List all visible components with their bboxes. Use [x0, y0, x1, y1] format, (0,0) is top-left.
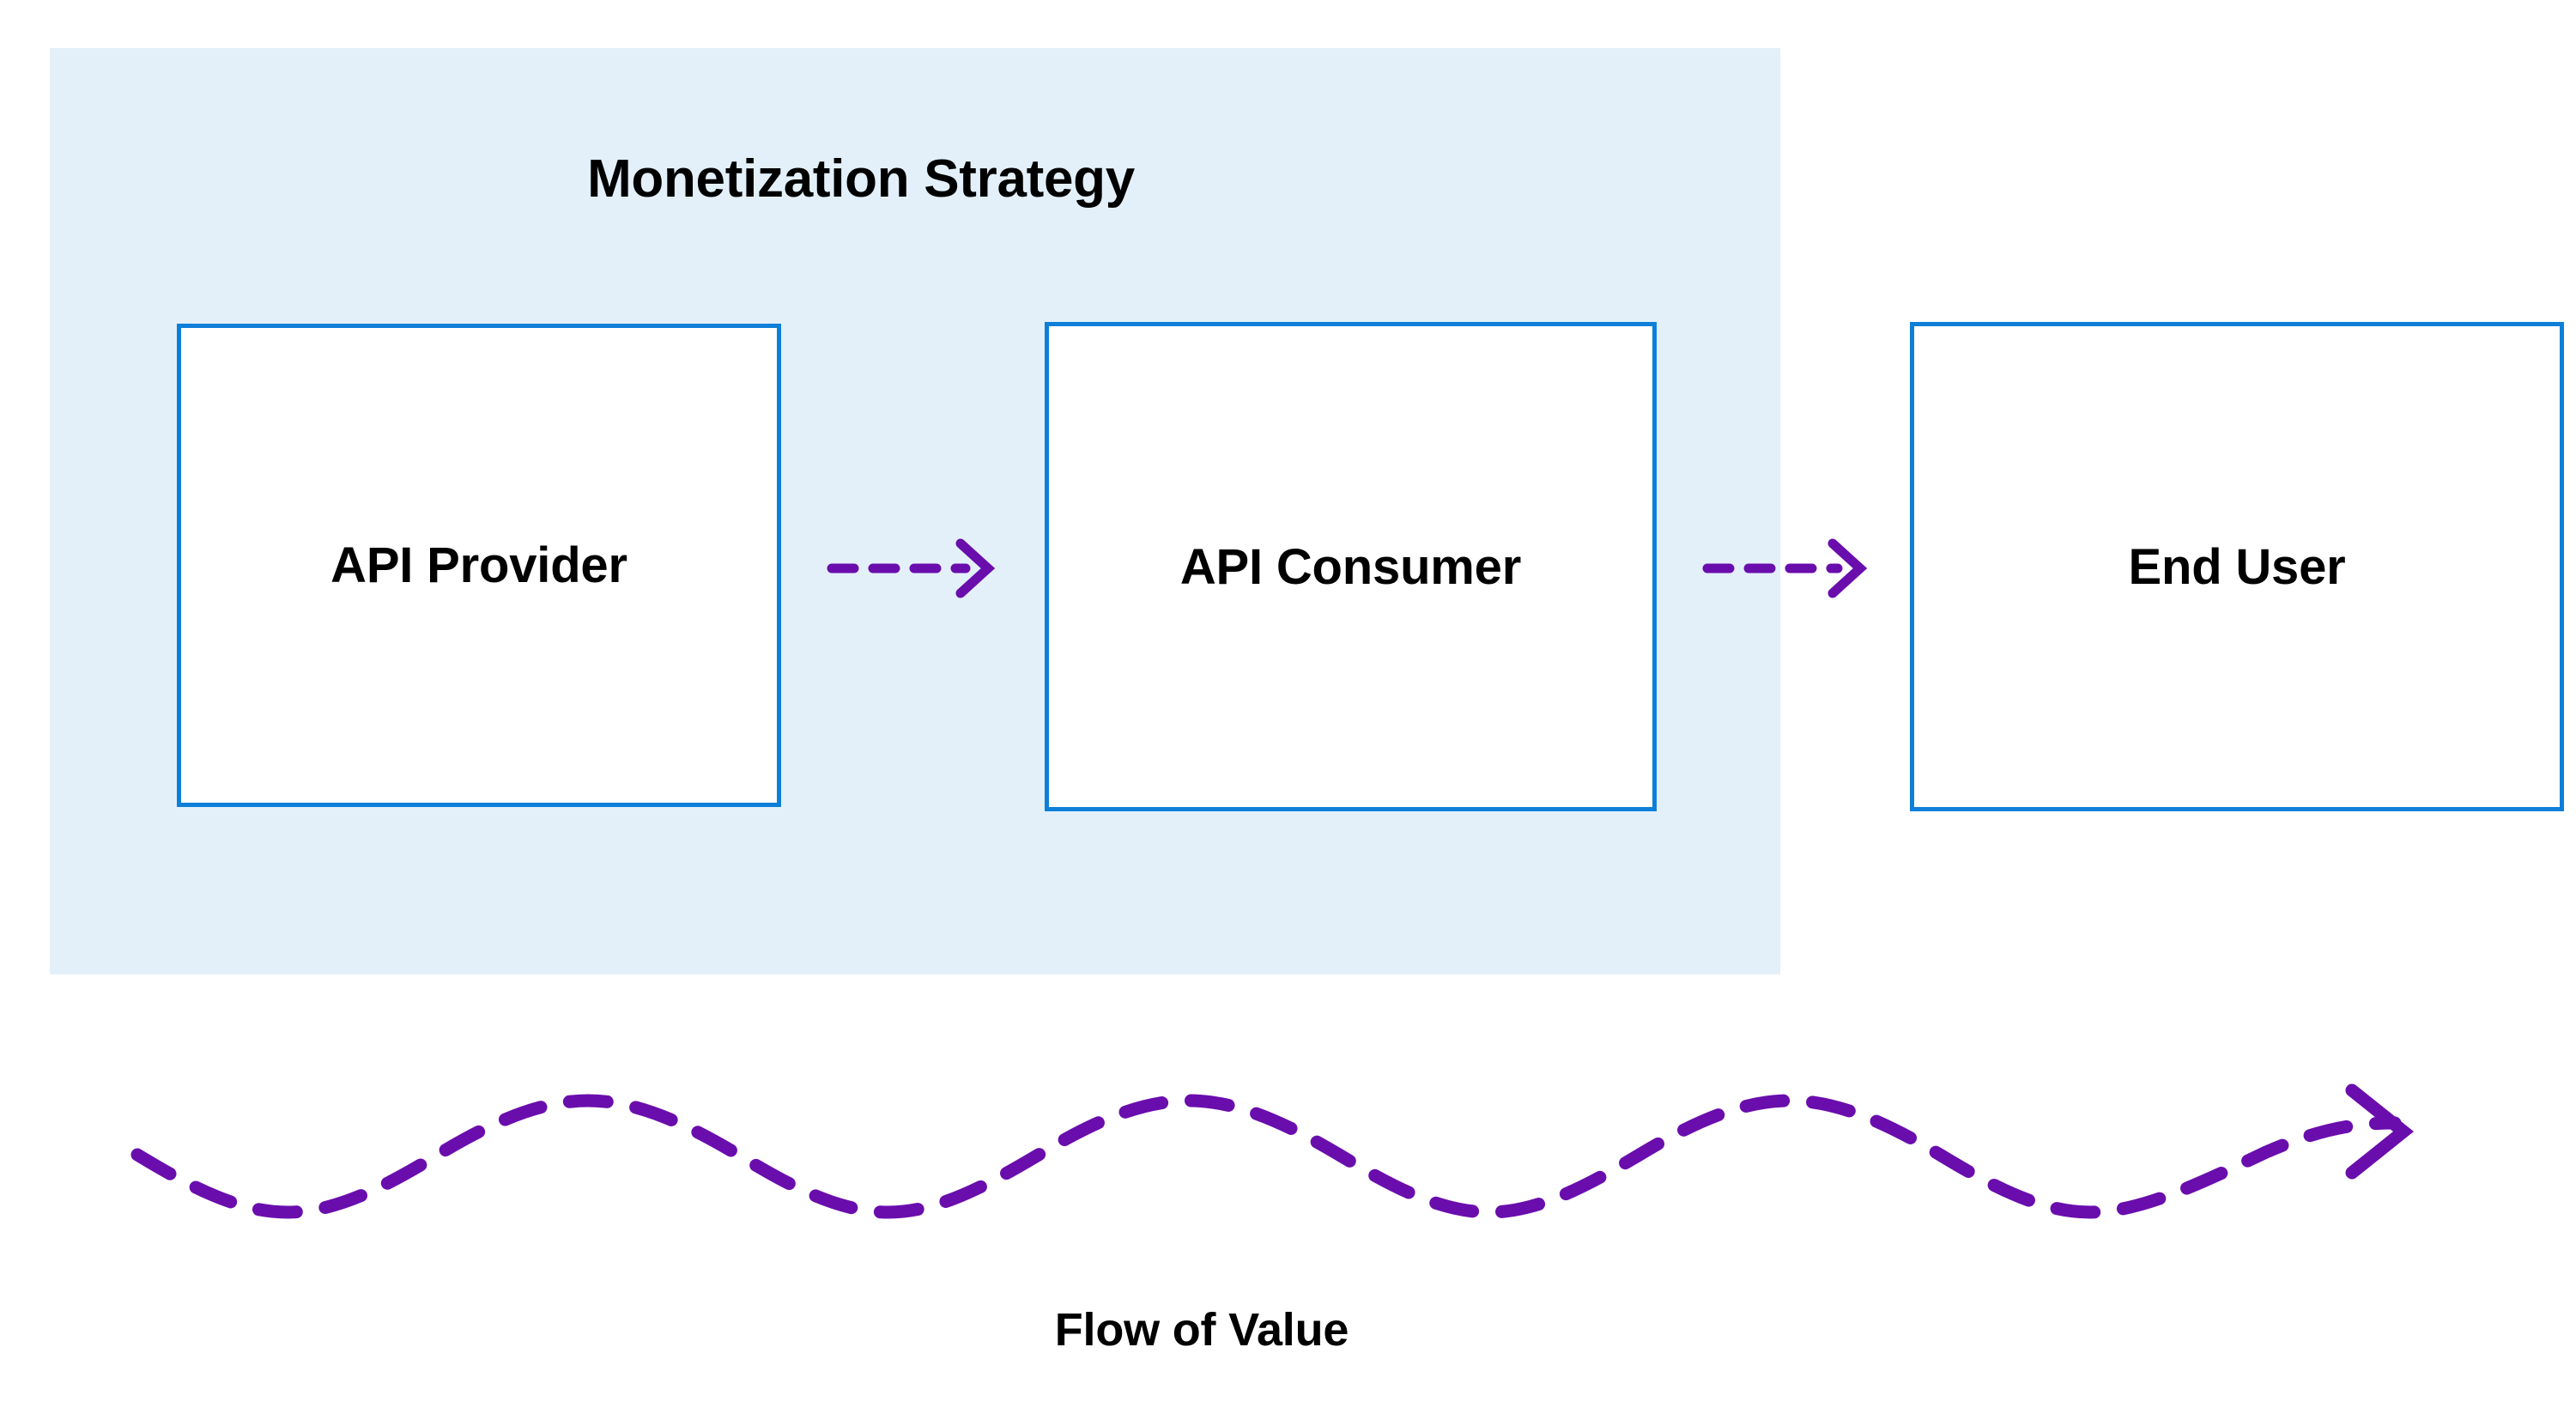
node-api-provider-label: API Provider	[330, 537, 627, 593]
connector-consumer-to-enduser-arrow	[1702, 538, 1868, 598]
flow-chevron-arrowhead-icon	[2345, 1083, 2415, 1180]
node-end-user[interactable]: End User	[1910, 322, 2564, 811]
node-api-consumer[interactable]: API Consumer	[1045, 322, 1657, 811]
chevron-arrowhead-icon	[955, 538, 996, 598]
flow-of-value-wave	[130, 1083, 2415, 1219]
connector-provider-to-consumer-arrow	[827, 538, 996, 598]
node-end-user-label: End User	[2128, 538, 2346, 595]
flow-wave-dashed-path	[130, 1094, 2402, 1219]
flow-of-value-caption: Flow of Value	[1054, 1304, 1349, 1356]
chevron-arrowhead-icon	[1827, 538, 1868, 598]
node-api-provider[interactable]: API Provider	[177, 324, 781, 807]
page-title: Monetization Strategy	[587, 149, 1135, 209]
node-api-consumer-label: API Consumer	[1179, 538, 1522, 595]
